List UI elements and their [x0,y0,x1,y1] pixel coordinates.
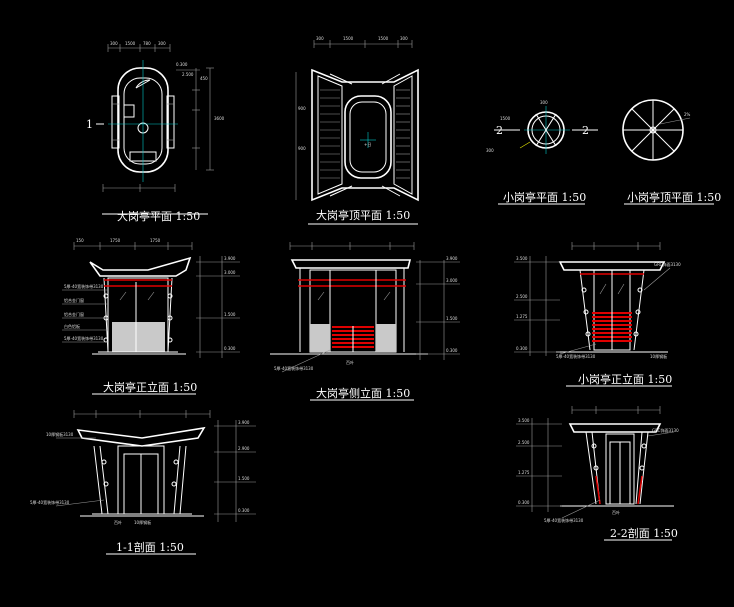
small-booth-roof-plan: 2% 小岗亭顶平面 1:50 [622,99,721,205]
svg-text:300: 300 [110,41,118,46]
svg-text:300: 300 [158,41,166,46]
svg-text:3600: 3600 [214,116,225,121]
large-booth-plan: 1 300 1500 780 300 3600 450 0.300 2.500 大岗亭平… [86,41,225,223]
title-large-front-elevation: 大岗亭正立面 1:50 [103,380,197,394]
svg-text:1500: 1500 [500,116,511,121]
svg-text:1750: 1750 [150,238,161,243]
svg-text:5厚-40宽装饰带3130: 5厚-40宽装饰带3130 [556,353,596,359]
svg-text:百叶: 百叶 [346,359,354,365]
svg-text:780: 780 [143,41,151,46]
svg-text:5厚-40宽装饰带3130: 5厚-40宽装饰带3130 [544,517,584,523]
svg-text:3.900: 3.900 [238,420,250,425]
svg-text:1.500: 1.500 [238,476,250,481]
title-large-roof-plan: 大岗亭顶平面 1:50 [316,208,410,222]
title-small-roof-plan: 小岗亭顶平面 1:50 [627,190,721,204]
svg-text:2.500: 2.500 [182,72,194,77]
svg-text:1500: 1500 [343,36,354,41]
title-large-side-elevation: 大岗亭侧立面 1:50 [316,386,410,400]
roof-center-label: +日 [364,142,371,147]
title-small-plan: 小岗亭平面 1:50 [503,190,586,204]
svg-text:百叶: 百叶 [612,509,620,515]
svg-text:1.275: 1.275 [518,470,530,475]
svg-text:300: 300 [486,148,494,153]
svg-text:1750: 1750 [110,238,121,243]
svg-text:GRC饰面3130: GRC饰面3130 [654,261,681,267]
section-mark-1: 1 [86,118,93,131]
svg-text:0.300: 0.300 [238,508,250,513]
svg-text:5厚-40宽装饰带3130: 5厚-40宽装饰带3130 [64,335,104,341]
large-booth-front-elevation: 5厚-40宽装饰带3130 铝合金门窗 铝合金门窗 白色铝板 5厚-40宽装饰带… [62,238,240,395]
svg-text:3.900: 3.900 [224,256,236,261]
svg-text:0.300: 0.300 [224,346,236,351]
svg-text:1.275: 1.275 [516,314,528,319]
svg-text:白色铝板: 白色铝板 [64,323,80,329]
svg-text:0.300: 0.300 [446,348,458,353]
svg-text:5厚-40宽装饰带3130: 5厚-40宽装饰带3130 [274,365,314,371]
section-mark-2-left: 2 [496,124,503,137]
small-booth-front-elevation: GRC饰面3130 5厚-40宽装饰带3130 10厚钢板 3.500 2.500… [514,242,681,387]
svg-text:5厚-40宽装饰带3130: 5厚-40宽装饰带3130 [64,283,104,289]
svg-text:900: 900 [298,106,306,111]
svg-text:10厚钢板3130: 10厚钢板3130 [46,431,74,437]
small-booth-plan: 2 2 300 1500 300 小岗亭平面 1:50 [486,100,598,205]
svg-text:3.500: 3.500 [516,256,528,261]
large-booth-roof-plan: +日 300 1500 1500 300 900 900 大岗亭顶平面 1:50 [295,36,419,225]
title-large-plan: 大岗亭平面 1:50 [117,209,200,223]
svg-text:3.500: 3.500 [518,418,530,423]
svg-text:1.500: 1.500 [446,316,458,321]
section-mark-2-right: 2 [582,124,589,137]
svg-text:3.900: 3.900 [446,256,458,261]
svg-text:3.000: 3.000 [446,278,458,283]
title-section-1-1: 1-1剖面 1:50 [116,540,184,554]
large-booth-side-elevation: 5厚-40宽装饰带3130 百叶 3.900 3.000 1.500 0.300 大… [270,242,460,401]
svg-text:2.900: 2.900 [238,446,250,451]
svg-text:10厚钢板: 10厚钢板 [134,519,151,525]
svg-text:0.300: 0.300 [516,346,528,351]
svg-text:2.500: 2.500 [518,440,530,445]
svg-text:2.500: 2.500 [516,294,528,299]
svg-text:百叶: 百叶 [114,519,122,525]
svg-text:铝合金门窗: 铝合金门窗 [64,297,84,303]
svg-text:3.000: 3.000 [224,270,236,275]
svg-text:900: 900 [298,146,306,151]
svg-text:铝合金门窗: 铝合金门窗 [64,311,84,317]
svg-text:0.300: 0.300 [176,62,188,67]
title-section-2-2: 2-2剖面 1:50 [610,526,678,540]
svg-text:1500: 1500 [378,36,389,41]
svg-text:150: 150 [76,238,84,243]
svg-text:GRC饰面3130: GRC饰面3130 [652,427,679,433]
svg-text:300: 300 [316,36,324,41]
svg-text:1.500: 1.500 [224,312,236,317]
svg-text:300: 300 [400,36,408,41]
svg-text:300: 300 [540,100,548,105]
svg-text:450: 450 [200,76,208,81]
section-2-2: GRC饰面3130 5厚-40宽装饰带3130 百叶 3.500 2.500 1.… [516,406,679,541]
title-small-front-elevation: 小岗亭正立面 1:50 [578,372,672,386]
svg-text:1500: 1500 [125,41,136,46]
svg-text:2%: 2% [684,112,691,117]
svg-text:0.300: 0.300 [518,500,530,505]
svg-text:5厚-40宽装饰带3130: 5厚-40宽装饰带3130 [30,499,70,505]
svg-text:10厚钢板: 10厚钢板 [650,353,667,359]
section-1-1: 10厚钢板3130 5厚-40宽装饰带3130 百叶 10厚钢板 3.900 2.9… [30,410,256,555]
